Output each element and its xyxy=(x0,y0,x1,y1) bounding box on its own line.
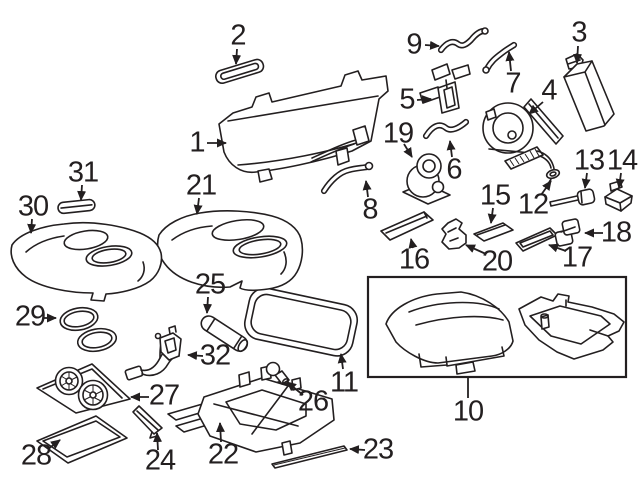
part-label-26: 26 xyxy=(297,385,329,418)
part-label-9: 9 xyxy=(406,28,422,61)
part-label-14: 14 xyxy=(606,144,638,177)
part-label-22: 22 xyxy=(207,438,239,471)
part-23-drawing xyxy=(271,445,348,469)
part-label-21: 21 xyxy=(185,169,217,202)
part-32-drawing xyxy=(124,325,182,381)
part-6-drawing xyxy=(422,118,470,140)
part-16-drawing xyxy=(380,211,434,241)
part-label-5: 5 xyxy=(399,83,415,116)
part-label-2: 2 xyxy=(230,19,246,52)
part-label-7: 7 xyxy=(505,67,521,100)
part-31-drawing xyxy=(57,198,96,215)
part-10-callout-box xyxy=(366,275,628,398)
part-3-drawing xyxy=(563,53,615,132)
part-24-drawing xyxy=(132,405,163,439)
part-21-drawing xyxy=(156,210,304,292)
part-26-drawing xyxy=(265,361,290,385)
part-13-drawing xyxy=(549,188,596,207)
part-label-13: 13 xyxy=(573,144,605,177)
part-18-drawing xyxy=(554,218,581,247)
part-label-29: 29 xyxy=(14,300,46,333)
part-label-28: 28 xyxy=(20,439,52,472)
part-label-12: 12 xyxy=(517,188,549,221)
part-label-25: 25 xyxy=(194,268,226,301)
part-4-drawing xyxy=(482,98,564,154)
part-label-10: 10 xyxy=(452,395,484,428)
part-label-27: 27 xyxy=(148,379,180,412)
part-9-drawing xyxy=(437,27,489,54)
part-12-drawing xyxy=(504,146,561,185)
part-label-3: 3 xyxy=(571,16,587,49)
part-1-drawing xyxy=(218,70,389,183)
part-8-drawing xyxy=(320,161,374,195)
part-label-19: 19 xyxy=(382,117,414,150)
part-17-drawing xyxy=(515,227,558,252)
part-22-drawing xyxy=(167,365,335,456)
part-28-drawing xyxy=(36,415,128,464)
part-label-24: 24 xyxy=(144,444,176,477)
part-label-15: 15 xyxy=(479,179,511,212)
part-label-23: 23 xyxy=(362,433,394,466)
part-15-drawing xyxy=(473,222,514,242)
part-label-1: 1 xyxy=(189,126,205,159)
part-label-30: 30 xyxy=(17,190,49,223)
part-25-drawing xyxy=(200,315,249,353)
part-2-drawing xyxy=(214,58,265,85)
part-label-8: 8 xyxy=(362,193,378,226)
part-20-drawing xyxy=(441,218,467,250)
part-label-16: 16 xyxy=(398,243,430,276)
part-27-drawing xyxy=(36,363,131,414)
part-7-drawing xyxy=(482,41,518,74)
part-label-17: 17 xyxy=(561,241,593,274)
part-label-11: 11 xyxy=(329,366,359,399)
part-label-20: 20 xyxy=(481,245,513,278)
part-label-32: 32 xyxy=(199,339,231,372)
part-19-drawing xyxy=(402,153,451,205)
part-11-drawing xyxy=(243,287,359,357)
leader-lines xyxy=(27,40,625,455)
part-label-6: 6 xyxy=(446,153,462,186)
part-29-drawing xyxy=(59,306,118,353)
part-label-31: 31 xyxy=(67,156,99,189)
part-30-drawing xyxy=(10,221,163,302)
part-label-18: 18 xyxy=(600,216,632,249)
part-label-4: 4 xyxy=(541,74,557,107)
part-5-drawing xyxy=(419,63,471,114)
